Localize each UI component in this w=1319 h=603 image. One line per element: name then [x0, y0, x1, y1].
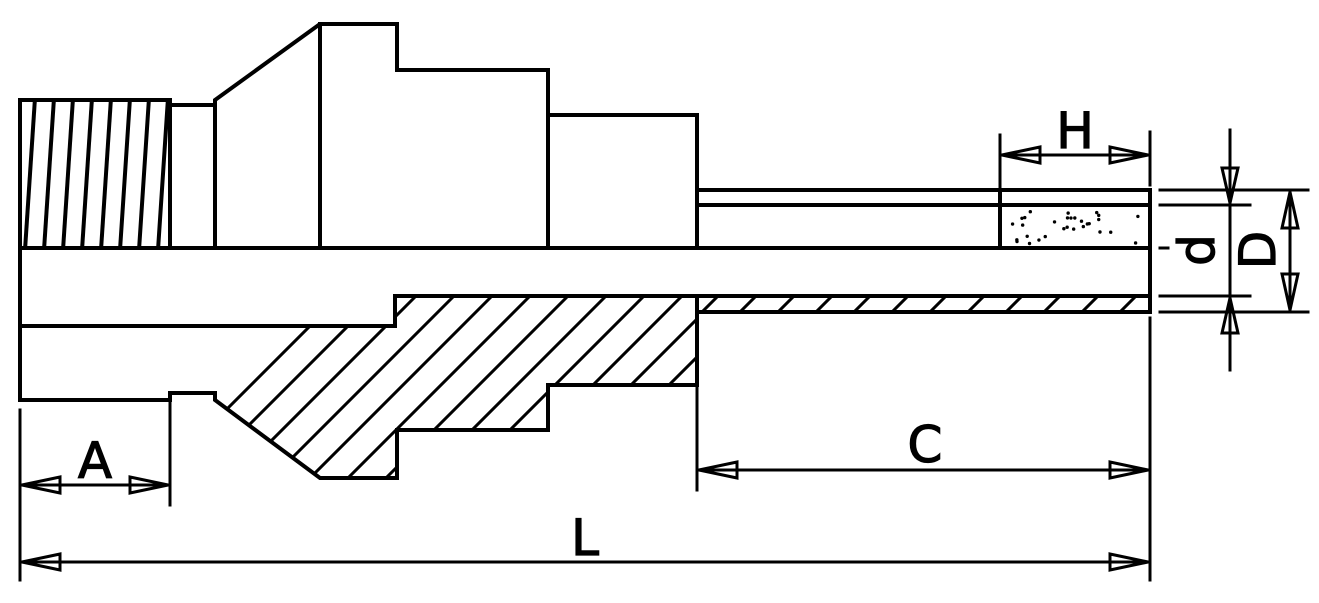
grit-dot	[1097, 217, 1101, 222]
thread-line	[98, 100, 114, 248]
arrowhead	[1108, 145, 1149, 165]
hatch-line	[938, 296, 1138, 496]
grit-dot	[1079, 219, 1084, 223]
hatch-line	[697, 296, 723, 312]
hatch-line	[555, 296, 697, 478]
grit-dot	[1081, 224, 1086, 229]
grit-dot	[1052, 220, 1057, 224]
hatch-line	[786, 296, 986, 496]
hatch-line	[887, 296, 913, 312]
arrowhead	[1108, 552, 1149, 572]
grit-dot	[1023, 215, 1027, 220]
arrowhead	[1220, 297, 1240, 335]
grit-dot	[1133, 241, 1138, 245]
hatch-line	[327, 296, 533, 478]
thread-line	[60, 100, 76, 248]
dimension-h-label: H	[1056, 102, 1094, 160]
hatch-line	[925, 296, 951, 312]
dimension-c-label: C	[908, 416, 943, 474]
grit-dot	[1087, 221, 1091, 226]
thread-line	[136, 100, 152, 248]
dimension-l-label: L	[571, 509, 599, 567]
grit-dot	[1020, 223, 1025, 227]
grit-dot	[1095, 210, 1099, 215]
hatch-line	[735, 296, 761, 312]
grit-dot	[1136, 214, 1140, 219]
arrowhead	[21, 552, 62, 572]
arrowhead	[1001, 145, 1042, 165]
hatch-line	[811, 296, 837, 312]
hatch-line	[289, 296, 495, 478]
grit-dot	[1015, 239, 1019, 244]
grit-dot	[1065, 225, 1069, 229]
dimension-d-large-label: D	[1229, 231, 1287, 270]
grit-dot	[1097, 213, 1101, 218]
arrowhead	[128, 475, 169, 495]
hatch-line	[963, 296, 989, 312]
thread-line	[79, 100, 95, 248]
grit-dot	[1109, 230, 1113, 234]
arrowhead	[1108, 460, 1149, 480]
upper-body-outline	[168, 22, 699, 250]
hatch-line	[1077, 296, 1103, 312]
grit-dot	[1073, 216, 1077, 220]
grit-dot	[1037, 238, 1041, 242]
thread-line	[22, 100, 38, 248]
grit-dot	[1010, 222, 1015, 226]
thread-line	[117, 100, 133, 248]
grit-dot	[1043, 234, 1047, 239]
hatch-line	[1115, 296, 1141, 312]
arrowheads	[21, 145, 1300, 572]
threaded-section	[18, 98, 172, 250]
abrasive-grit-section	[998, 188, 1152, 250]
hatch-line	[1001, 296, 1027, 312]
hatch-line	[441, 296, 647, 478]
grit-dot	[1027, 241, 1032, 246]
arrowhead	[21, 475, 62, 495]
dimension-d-small-label: d	[1168, 234, 1226, 266]
hatch-line	[976, 296, 1176, 496]
grit-dot	[1065, 216, 1070, 220]
lower-shaft-band	[695, 294, 1152, 314]
dimension-lines	[18, 128, 1310, 582]
grit-dot	[1098, 230, 1102, 234]
grit-dot	[1020, 216, 1024, 220]
grit-dot	[1062, 227, 1066, 231]
grit-dot	[1069, 216, 1073, 220]
arrowhead	[1280, 272, 1300, 311]
lower-section-hatched	[18, 294, 1176, 496]
hatch-line	[631, 296, 697, 478]
grit-dot	[1071, 227, 1076, 231]
hatch-line	[403, 296, 609, 478]
arrowhead	[698, 460, 739, 480]
hatch-line	[773, 296, 799, 312]
hatch-line	[1039, 296, 1065, 312]
hatch-line	[479, 296, 685, 478]
hatch-line	[710, 296, 910, 496]
grit-dot	[1028, 210, 1033, 214]
grit-dot	[1066, 211, 1070, 215]
grit-dot	[1025, 234, 1029, 238]
hatch-line	[862, 296, 1062, 496]
thread-line	[41, 100, 57, 248]
arrowhead	[1280, 191, 1300, 230]
arrowhead	[1220, 166, 1240, 204]
dimension-a-label: A	[78, 432, 112, 490]
hatch-line	[669, 296, 697, 478]
hatch-line	[849, 296, 875, 312]
thread-line	[155, 100, 170, 248]
